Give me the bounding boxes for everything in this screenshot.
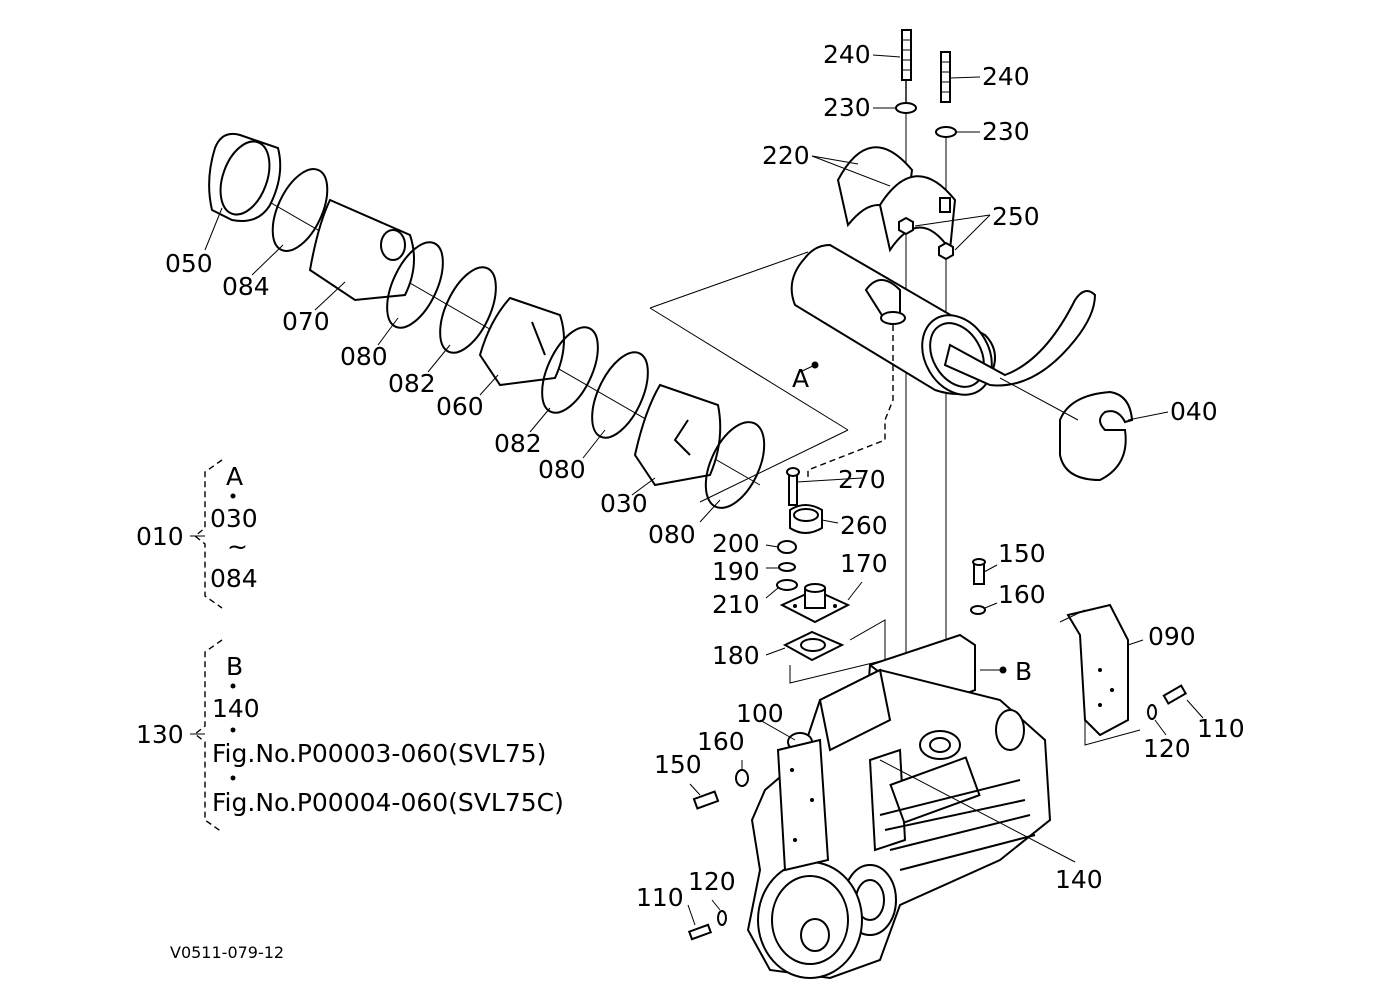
ring-080-a [386,241,444,329]
callout-110-right: 110 [1197,714,1245,743]
clamp-220 [836,146,957,253]
callout-b: B [1015,657,1032,686]
ring-082-b [541,326,599,414]
washer-190 [778,562,796,572]
bolt-240-left [901,29,912,108]
nut-250-right [938,241,954,261]
callout-040: 040 [1170,397,1218,426]
nut-200 [777,540,797,554]
washer-230-right [935,126,957,138]
bolt-150-top [972,558,986,585]
callout-180: 180 [712,641,760,670]
callout-030: 030 [600,489,648,518]
shell-060 [478,296,565,387]
callout-082-b: 082 [494,429,542,458]
washer-120-left [717,910,727,926]
flange-170 [779,583,851,624]
callout-080-b: 080 [538,455,586,484]
callout-240-left: 240 [823,40,871,69]
muffler [790,243,1097,396]
callout-250: 250 [992,202,1040,231]
callout-140: 140 [1055,865,1103,894]
shell-070 [308,198,415,302]
group-010-range: ~ [227,532,248,561]
group-010-brace [190,459,236,609]
callout-080-c: 080 [648,520,696,549]
callout-a: A [792,364,809,393]
group-010-number: 010 [136,522,184,551]
callout-050: 050 [165,249,213,278]
engine-140 [746,668,1052,980]
callout-090: 090 [1148,622,1196,651]
tail-cap-040 [1059,390,1134,482]
group-130-number: 130 [136,720,184,749]
callout-082-a: 082 [388,369,436,398]
end-cap-050 [208,132,282,222]
ring-082-a [439,266,497,354]
washer-160-top [970,605,986,615]
bolt-110-right [1162,684,1188,705]
clamp-260 [789,504,823,534]
group-130-item-b: B [226,652,243,681]
washer-230-left [895,102,917,114]
nut-250-left [898,216,914,236]
callout-240-right: 240 [982,62,1030,91]
callout-120-right: 120 [1143,734,1191,763]
callout-150-left: 150 [654,750,702,779]
callout-150-top: 150 [998,539,1046,568]
washer-120-right [1147,704,1157,720]
ring-080-b [591,351,649,439]
group-130-brace [190,639,236,833]
shell-030 [633,383,722,487]
callout-220: 220 [762,141,810,170]
bolt-110-left [687,923,713,941]
drawing-id: V0511-079-12 [170,943,284,962]
callout-270: 270 [838,465,886,494]
callout-170: 170 [840,549,888,578]
ring-080-c [704,421,766,509]
group-130-fig-svl75: Fig.No.P00003-060(SVL75) [212,739,546,768]
callout-190: 190 [712,557,760,586]
bolt-270 [786,467,800,506]
callout-070: 070 [282,307,330,336]
group-010-item-a: A [226,462,243,491]
callout-200: 200 [712,529,760,558]
callout-084: 084 [222,272,270,301]
callout-210: 210 [712,590,760,619]
callout-060: 060 [436,392,484,421]
callout-080-a: 080 [340,342,388,371]
callout-230-right: 230 [982,117,1030,146]
bolt-240-right [940,51,951,103]
callout-160-left: 160 [697,727,745,756]
callout-260: 260 [840,511,888,540]
callout-230-left: 230 [823,93,871,122]
callout-110-left: 110 [636,883,684,912]
ring-084 [271,168,329,252]
group-010-item-084: 084 [210,564,258,593]
callout-100: 100 [736,699,784,728]
group-130-fig-svl75c: Fig.No.P00004-060(SVL75C) [212,788,564,817]
callout-120-left: 120 [688,867,736,896]
group-130-item-140: 140 [212,694,260,723]
bolt-150-left [692,790,720,810]
gasket-180 [782,630,845,662]
washer-160-left [735,769,749,787]
washer-210 [776,579,798,591]
plate-090 [1066,603,1129,737]
group-010-item-030: 030 [210,504,258,533]
plate-100 [776,738,830,872]
callout-160-top: 160 [998,580,1046,609]
